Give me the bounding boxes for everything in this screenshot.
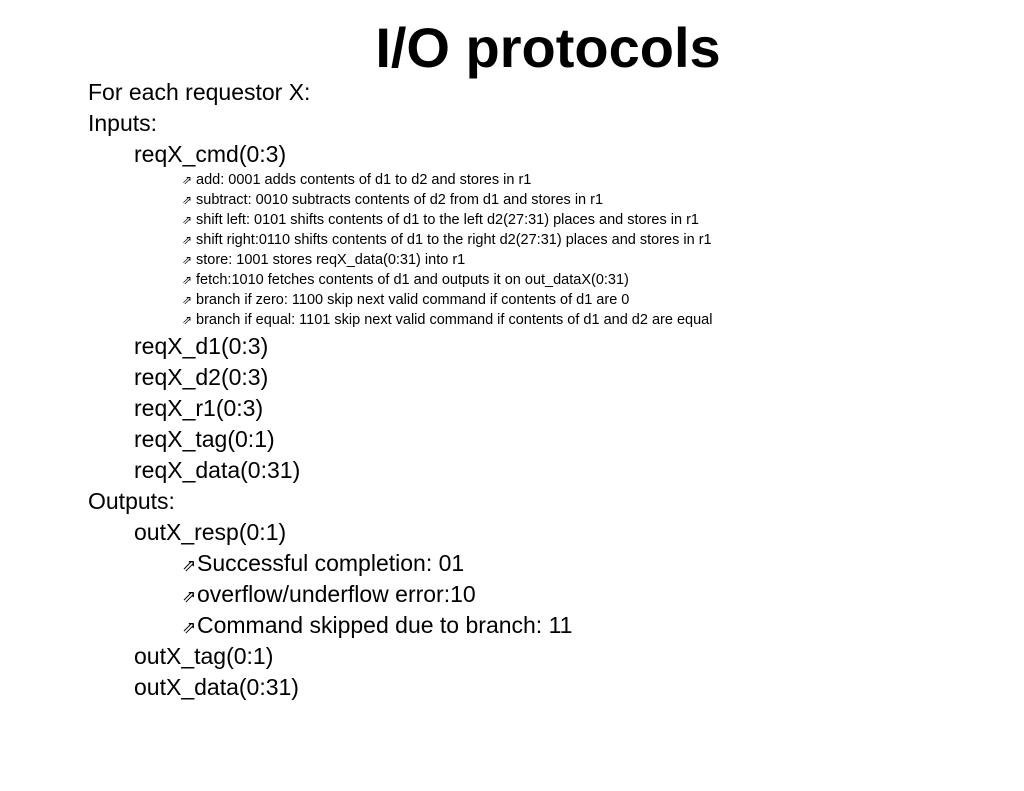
- command-text: branch if equal: 1101 skip next valid co…: [196, 312, 713, 328]
- command-item: ⇗subtract: 0010 subtracts contents of d2…: [182, 191, 603, 209]
- intro-text: For each requestor X:: [88, 79, 311, 105]
- output-resp-signal: outX_resp(0:1): [134, 519, 287, 545]
- command-item: ⇗store: 1001 stores reqX_data(0:31) into…: [182, 251, 465, 269]
- response-text: overflow/underflow error:10: [197, 581, 476, 607]
- output-signal: outX_data(0:31): [134, 674, 299, 700]
- inputs-heading: Inputs:: [88, 110, 158, 136]
- command-text: subtract: 0010 subtracts contents of d2 …: [196, 192, 604, 208]
- command-item: ⇗add: 0001 adds contents of d1 to d2 and…: [182, 171, 531, 189]
- command-item: ⇗shift right:0110 shifts contents of d1 …: [182, 231, 712, 249]
- northeast-arrow-icon: ⇗: [182, 233, 193, 247]
- northeast-arrow-icon: ⇗: [182, 587, 197, 606]
- input-signal: reqX_data(0:31): [134, 457, 301, 483]
- northeast-arrow-icon: ⇗: [182, 293, 193, 307]
- northeast-arrow-icon: ⇗: [182, 173, 193, 187]
- command-item: ⇗shift left: 0101 shifts contents of d1 …: [182, 211, 699, 229]
- input-signal: reqX_r1(0:3): [134, 395, 264, 421]
- command-text: shift right:0110 shifts contents of d1 t…: [196, 232, 712, 248]
- slide-title: I/O protocols: [375, 16, 721, 79]
- command-text: add: 0001 adds contents of d1 to d2 and …: [196, 172, 532, 188]
- input-signal: reqX_d2(0:3): [134, 364, 269, 390]
- command-text: fetch:1010 fetches contents of d1 and ou…: [196, 272, 629, 288]
- command-text: branch if zero: 1100 skip next valid com…: [196, 292, 630, 308]
- command-item: ⇗branch if equal: 1101 skip next valid c…: [182, 311, 712, 329]
- northeast-arrow-icon: ⇗: [182, 313, 193, 327]
- input-signal: reqX_d1(0:3): [134, 333, 269, 359]
- northeast-arrow-icon: ⇗: [182, 556, 197, 575]
- northeast-arrow-icon: ⇗: [182, 618, 197, 637]
- northeast-arrow-icon: ⇗: [182, 193, 193, 207]
- command-text: shift left: 0101 shifts contents of d1 t…: [196, 212, 699, 228]
- command-item: ⇗fetch:1010 fetches contents of d1 and o…: [182, 271, 629, 289]
- response-text: Successful completion: 01: [197, 550, 465, 576]
- response-item: ⇗Command skipped due to branch: 11: [182, 611, 572, 642]
- northeast-arrow-icon: ⇗: [182, 273, 193, 287]
- response-item: ⇗overflow/underflow error:10: [182, 580, 476, 611]
- command-text: store: 1001 stores reqX_data(0:31) into …: [196, 252, 466, 268]
- response-item: ⇗Successful completion: 01: [182, 549, 464, 580]
- outputs-heading: Outputs:: [88, 488, 175, 514]
- northeast-arrow-icon: ⇗: [182, 213, 193, 227]
- northeast-arrow-icon: ⇗: [182, 253, 193, 267]
- output-signal: outX_tag(0:1): [134, 643, 274, 669]
- input-cmd-signal: reqX_cmd(0:3): [134, 141, 287, 167]
- input-signal: reqX_tag(0:1): [134, 426, 275, 452]
- command-item: ⇗branch if zero: 1100 skip next valid co…: [182, 291, 629, 309]
- response-text: Command skipped due to branch: 11: [197, 612, 573, 638]
